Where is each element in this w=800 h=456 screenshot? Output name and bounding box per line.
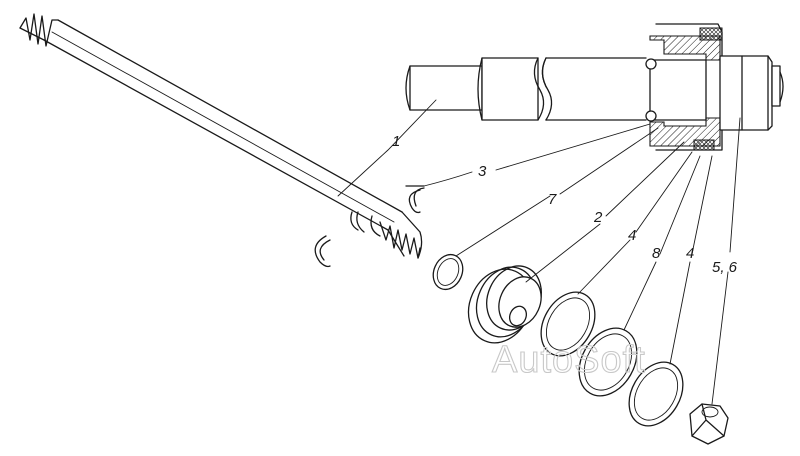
label-part-3: 3 [478,163,487,180]
label-part-4-first: 4 [628,227,636,244]
nut-part [689,403,729,445]
washer-part-1 [540,291,596,357]
retaining-ring-part [314,185,425,268]
label-part-1: 1 [392,133,400,150]
label-part-8: 8 [652,245,661,262]
assembled-shaft [405,23,784,151]
washer-part-2-inner [633,367,679,421]
washer-part-2 [628,361,684,427]
seal-ring-part-inner [583,333,633,391]
o-ring-inner [436,258,460,286]
washer-part-1-inner [545,297,591,351]
shaft-part [19,13,423,259]
bushing-part [467,265,542,344]
seal-ring-part [578,327,638,397]
label-part-7: 7 [548,191,557,208]
watermark-text: AutoSoft [492,339,646,381]
label-part-5-6: 5, 6 [712,259,738,276]
o-ring-part [432,253,464,291]
label-part-4-second: 4 [686,245,694,262]
label-part-2: 2 [593,209,603,226]
leader-lines [337,99,741,405]
